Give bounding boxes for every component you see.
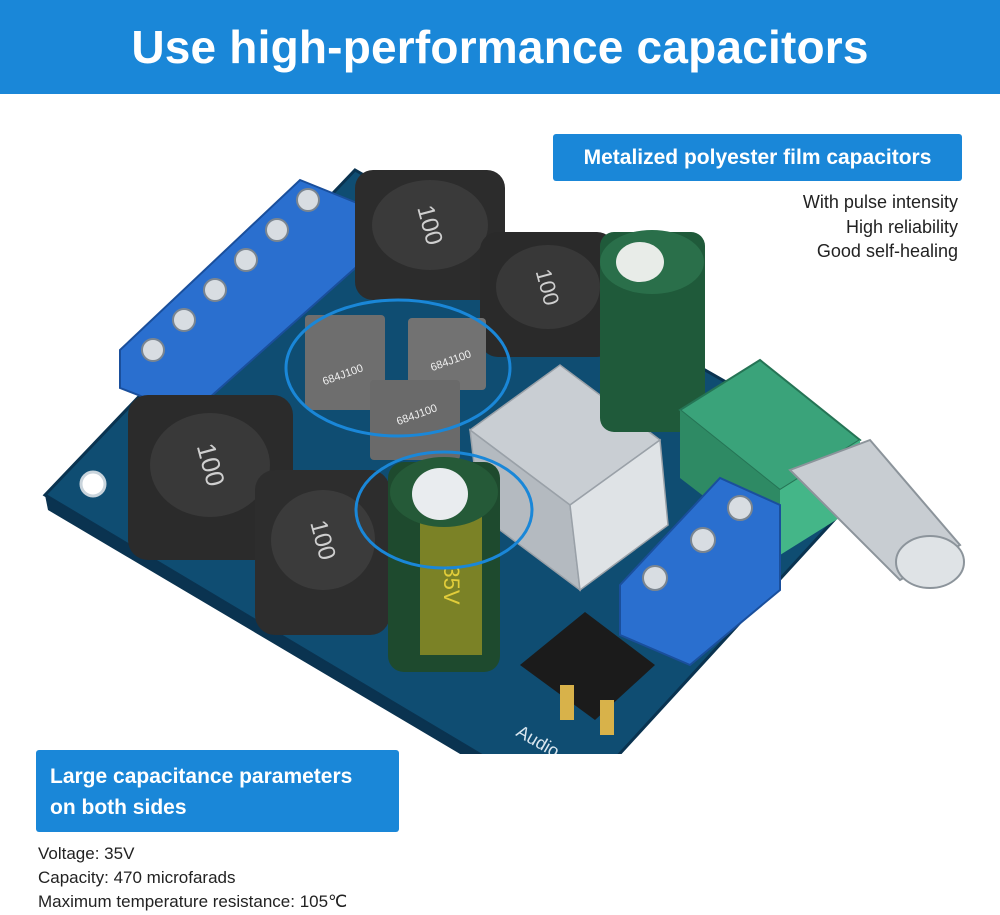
label-line: on both sides [50, 796, 187, 819]
mounting-hole [79, 470, 107, 498]
power-terminal-block [619, 476, 781, 667]
inductor: 100 [255, 470, 390, 635]
inductor: 100 [355, 170, 505, 300]
feature-item: High reliability [845, 216, 958, 237]
feature-item: Good self-healing [816, 241, 958, 261]
film-capacitor-highlight-ring [284, 298, 512, 438]
feature-item: With pulse intensity [802, 192, 958, 212]
film-capacitor-features: With pulse intensity High reliability Go… [803, 190, 958, 264]
spec-temperature: Maximum temperature resistance: 105℃ [38, 892, 348, 911]
page-title: Use high-performance capacitors [131, 21, 869, 73]
terminal-screws [141, 188, 320, 362]
electrolytic-capacitor-green [600, 230, 705, 432]
electrolytic-capacitor-yellow: 35V [388, 457, 500, 672]
electrolytic-capacitor-highlight-ring [354, 450, 534, 570]
inductor: 100 [480, 232, 615, 357]
amplifier-board-image: 100 100 100 100 684J100 684J100 684J100 [42, 168, 965, 754]
header-banner: Use high-performance capacitors [0, 0, 1000, 94]
electrolytic-capacitor-label: Large capacitance parameters on both sid… [36, 750, 399, 832]
inductor: 100 [128, 395, 293, 560]
spec-capacity: Capacity: 470 microfarads [38, 868, 236, 887]
audio-jack [520, 612, 655, 735]
film-capacitor-label: Metalized polyester film capacitors [553, 134, 962, 181]
capacitor-specs: Voltage: 35V Capacity: 470 microfarads M… [38, 842, 347, 914]
spec-voltage: Voltage: 35V [38, 844, 135, 863]
label-line: Large capacitance parameters [50, 765, 353, 788]
film-capacitors: 684J100 684J100 684J100 [305, 315, 486, 460]
capacitor-voltage-marking: 35V [439, 565, 464, 604]
